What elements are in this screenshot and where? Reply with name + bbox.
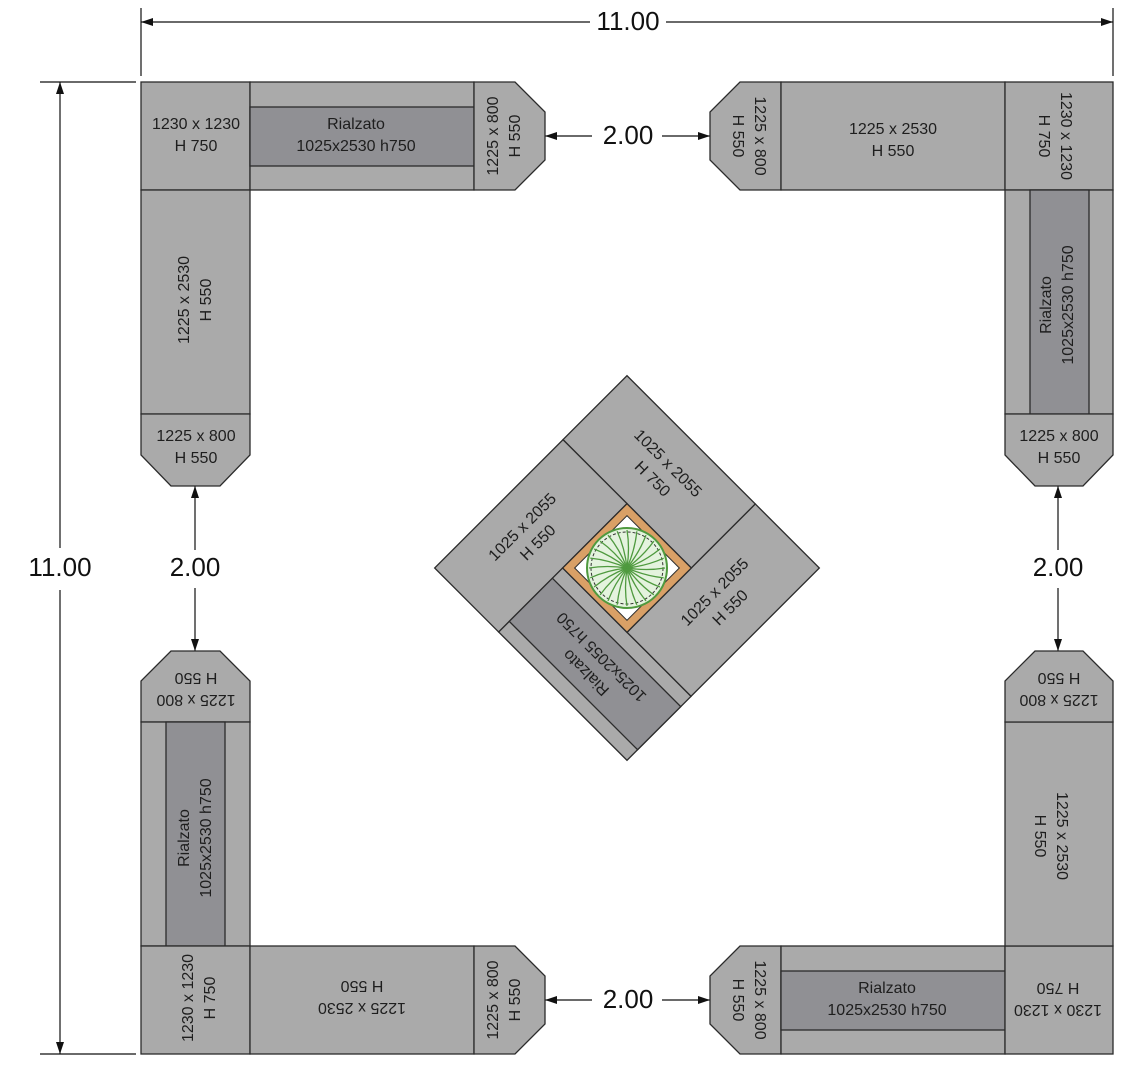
svg-text:1225 x 2530: 1225 x 2530: [176, 256, 193, 344]
tree-branch: [626, 548, 661, 569]
tree-branch: [616, 531, 628, 569]
gap-bottom-label: 2.00: [603, 984, 654, 1014]
tree-branch: [599, 567, 628, 596]
end-module: [473, 945, 546, 1055]
svg-text:H 750: H 750: [202, 977, 219, 1020]
bench-module: [140, 189, 251, 415]
svg-text:H 550: H 550: [507, 979, 524, 1022]
svg-text:1225 x 800: 1225 x 800: [485, 96, 502, 175]
corner-module: [1004, 945, 1114, 1055]
svg-text:1230 x 1230: 1230 x 1230: [180, 954, 197, 1042]
bench-module: [249, 945, 475, 1055]
tree-branch: [626, 567, 647, 602]
svg-text:H 550: H 550: [341, 977, 384, 994]
tree-branch: [607, 567, 628, 602]
module-group-bottom-right: 1225 x 800 H 550 Rialzato 1025x2530 h750 1…: [709, 650, 1114, 1055]
tree-branch: [626, 534, 647, 569]
svg-text:1225 x 800: 1225 x 800: [1019, 691, 1098, 708]
tree-branch: [590, 567, 628, 579]
gap-top-label: 2.00: [603, 120, 654, 150]
end-module: [140, 413, 251, 487]
svg-text:H 550: H 550: [175, 450, 218, 467]
tree-branch: [626, 557, 664, 569]
tree-branch: [593, 548, 628, 569]
tree-branch: [607, 534, 628, 569]
svg-text:1025x2530 h750: 1025x2530 h750: [1060, 245, 1077, 364]
svg-text:Rialzato: Rialzato: [1038, 276, 1055, 334]
svg-text:H 550: H 550: [507, 115, 524, 158]
svg-text:H 750: H 750: [1037, 979, 1080, 996]
bench-module: [780, 81, 1006, 191]
svg-text:1230 x 1230: 1230 x 1230: [1014, 1001, 1102, 1018]
svg-text:1225 x 800: 1225 x 800: [156, 428, 235, 445]
width-label: 11.00: [596, 6, 659, 36]
corner-module: [1004, 81, 1114, 191]
svg-text:Rialzato: Rialzato: [858, 980, 916, 997]
end-module: [1004, 413, 1114, 487]
dimension-gap-right: 2.00: [1033, 486, 1084, 651]
svg-text:H 550: H 550: [729, 115, 746, 158]
tree-branch: [624, 567, 628, 607]
tree-branch: [599, 540, 628, 569]
corner-module: [140, 81, 251, 191]
svg-text:H 550: H 550: [1038, 669, 1081, 686]
svg-text:1225 x 2530: 1225 x 2530: [1053, 792, 1070, 880]
tree-branch: [626, 567, 638, 605]
svg-text:H 550: H 550: [175, 669, 218, 686]
end-module: [1004, 650, 1114, 723]
svg-text:Rialzato: Rialzato: [327, 116, 385, 133]
dimension-gap-top: 2.00: [545, 120, 710, 150]
tree-branch: [626, 567, 655, 596]
tree-branch: [626, 540, 655, 569]
svg-text:H 550: H 550: [1038, 450, 1081, 467]
module-group-bottom-left: 1225 x 800 H 550 Rialzato 1025x2530 h750 1…: [140, 650, 546, 1055]
svg-text:1225 x 800: 1225 x 800: [156, 691, 235, 708]
svg-text:H 750: H 750: [1035, 115, 1052, 158]
tree-branch: [590, 557, 628, 569]
gap-right-label: 2.00: [1033, 552, 1084, 582]
tree-branch: [588, 565, 628, 569]
end-module: [473, 81, 546, 191]
svg-text:1225 x 2530: 1225 x 2530: [318, 999, 406, 1016]
svg-text:Rialzato: Rialzato: [176, 809, 193, 867]
svg-text:1225 x 800: 1225 x 800: [751, 96, 768, 175]
tree-branch: [593, 567, 628, 588]
svg-text:H 550: H 550: [198, 279, 215, 322]
dimension-width: 11.00: [140, 6, 1114, 76]
tree-branch: [626, 531, 638, 569]
svg-text:1025x2530 h750: 1025x2530 h750: [198, 778, 215, 897]
svg-text:H 550: H 550: [872, 143, 915, 160]
svg-text:H 750: H 750: [175, 138, 218, 155]
corner-module: [140, 945, 251, 1055]
dimension-height: 11.00: [28, 81, 136, 1055]
svg-text:1230 x 1230: 1230 x 1230: [152, 116, 240, 133]
tree-branch: [626, 567, 666, 571]
dimension-gap-bottom: 2.00: [545, 984, 710, 1014]
svg-text:1230 x 1230: 1230 x 1230: [1057, 92, 1074, 180]
svg-text:1025x2530 h750: 1025x2530 h750: [827, 1002, 946, 1019]
tree-branch: [626, 567, 661, 588]
svg-text:1025x2530 h750: 1025x2530 h750: [296, 138, 415, 155]
svg-text:H 550: H 550: [729, 979, 746, 1022]
bench-module: [1004, 721, 1114, 947]
gap-left-label: 2.00: [170, 552, 221, 582]
module-group-top-right: 1225 x 800 H 550 1225 x 2530 H 550 1230 x …: [709, 81, 1114, 487]
svg-text:1225 x 2530: 1225 x 2530: [849, 121, 937, 138]
svg-text:1225 x 800: 1225 x 800: [485, 960, 502, 1039]
tree-icon: [586, 527, 668, 609]
svg-text:H 550: H 550: [1031, 815, 1048, 858]
svg-text:1225 x 800: 1225 x 800: [1019, 428, 1098, 445]
dimension-gap-left: 2.00: [170, 486, 221, 651]
height-label: 11.00: [28, 552, 91, 582]
tree-branch: [626, 529, 630, 569]
svg-text:1225 x 800: 1225 x 800: [751, 960, 768, 1039]
tree-branch: [626, 567, 664, 579]
tree-branch: [616, 567, 628, 605]
